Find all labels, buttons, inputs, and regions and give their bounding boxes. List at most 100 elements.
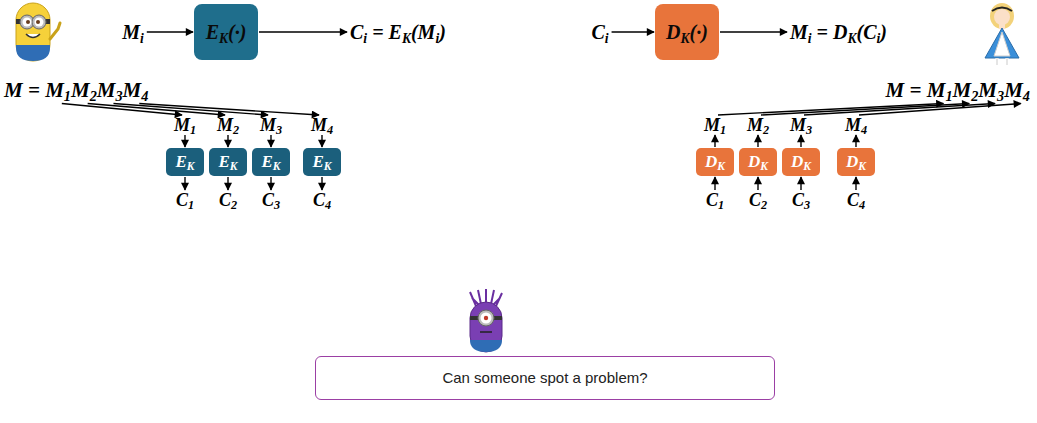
subscript: K (760, 160, 768, 173)
plaintext-block: M3 (790, 116, 812, 134)
encrypt-block: EK (252, 148, 290, 176)
ciphertext-block: C3 (262, 191, 280, 209)
subscript: 3 (804, 198, 810, 212)
subscript: 1 (64, 87, 71, 103)
encrypt-block: EK (166, 148, 204, 176)
pupil (26, 20, 30, 24)
subscript: 1 (190, 123, 196, 137)
decrypt-block: DK (782, 148, 820, 176)
cipher-function: EK (261, 153, 280, 172)
encrypt-block: EK (209, 148, 247, 176)
subscript: K (324, 160, 332, 173)
legs (997, 58, 1007, 65)
apron (994, 32, 1010, 56)
flow-arrow (855, 177, 856, 190)
subscript: K (681, 31, 690, 46)
speech-callout: Can someone spot a problem? (315, 356, 775, 400)
message-label: Mi = DK(Ci) (790, 22, 887, 42)
subscript: 4 (861, 123, 867, 137)
ciphertext-block: C4 (313, 191, 331, 209)
flow-arrow (757, 177, 758, 190)
eye (35, 18, 44, 27)
flow-arrow (147, 31, 193, 32)
subscript: 3 (276, 123, 282, 137)
flow-arrow (113, 104, 268, 116)
dress (985, 28, 1019, 58)
face (994, 9, 1010, 25)
flow-arrow (227, 177, 228, 190)
goggle (478, 310, 494, 326)
subscript: K (803, 160, 811, 173)
minion-body (16, 3, 50, 61)
overalls (470, 340, 502, 352)
message-label: M = M1M2M3M4 (4, 80, 148, 101)
decrypt-block: DK (837, 148, 875, 176)
ciphertext-block: C1 (706, 191, 724, 209)
subscript: 4 (327, 123, 333, 137)
subscript: K (230, 160, 238, 173)
decrypt-block: DK (696, 148, 734, 176)
cipher-function: DK (791, 153, 811, 172)
subscript: K (717, 160, 725, 173)
subscript: i (605, 31, 609, 46)
cipher-function: EK(·) (206, 21, 247, 43)
ciphertext-block: C3 (792, 191, 810, 209)
cipher-function: EK (312, 153, 331, 172)
subscript: 2 (763, 123, 769, 137)
callout-text: Can someone spot a problem? (442, 370, 647, 387)
plaintext-block: M4 (845, 116, 867, 134)
flow-arrow (227, 135, 228, 147)
cipher-function: DK (748, 153, 768, 172)
subscript: i (140, 31, 144, 46)
encrypt-block: EK (303, 148, 341, 176)
eye (23, 18, 32, 27)
subscript: i (877, 31, 881, 46)
purple-minion-icon (470, 289, 502, 352)
encrypt-box: EK(·) (194, 4, 258, 60)
flow-arrow (800, 135, 801, 147)
subscript: 3 (274, 198, 280, 212)
subscript: 1 (945, 87, 952, 103)
plaintext-block: M2 (747, 116, 769, 134)
ciphertext-block: C2 (749, 191, 767, 209)
subscript: K (847, 31, 856, 46)
minion-body (470, 302, 502, 352)
flow-arrow (714, 177, 715, 190)
decrypt-block: DK (739, 148, 777, 176)
plaintext-block: M2 (217, 116, 239, 134)
eye (481, 313, 492, 324)
subscript: K (219, 31, 228, 46)
flow-arrow (612, 31, 654, 32)
pupil (36, 20, 40, 24)
subscript: K (187, 160, 195, 173)
decrypt-box: DK(·) (655, 4, 719, 60)
subscript: 4 (325, 198, 331, 212)
cipher-function: DK (846, 153, 866, 172)
cipher-function: DK (705, 153, 725, 172)
legs-outline (997, 58, 1007, 65)
subscript: K (273, 160, 281, 173)
flow-arrow (800, 177, 801, 190)
flow-arrow (804, 104, 995, 116)
subscript: 2 (971, 87, 978, 103)
message-label: Ci (591, 22, 608, 42)
subscript: 3 (115, 87, 122, 103)
plaintext-block: M1 (704, 116, 726, 134)
flow-arrow (321, 135, 322, 147)
flow-arrow (321, 177, 322, 190)
overalls (16, 45, 50, 61)
goggle-strap (470, 316, 502, 320)
plaintext-block: M1 (174, 116, 196, 134)
ciphertext-block: C1 (176, 191, 194, 209)
goggle (32, 15, 46, 29)
subscript: 4 (859, 198, 865, 212)
cipher-function: EK (175, 153, 194, 172)
subscript: 4 (141, 87, 148, 103)
flow-arrow (259, 31, 347, 32)
subscript: K (858, 160, 866, 173)
flow-arrow (859, 104, 1021, 116)
subscript: 1 (720, 123, 726, 137)
plaintext-block: M3 (260, 116, 282, 134)
subscript: K (402, 31, 411, 46)
